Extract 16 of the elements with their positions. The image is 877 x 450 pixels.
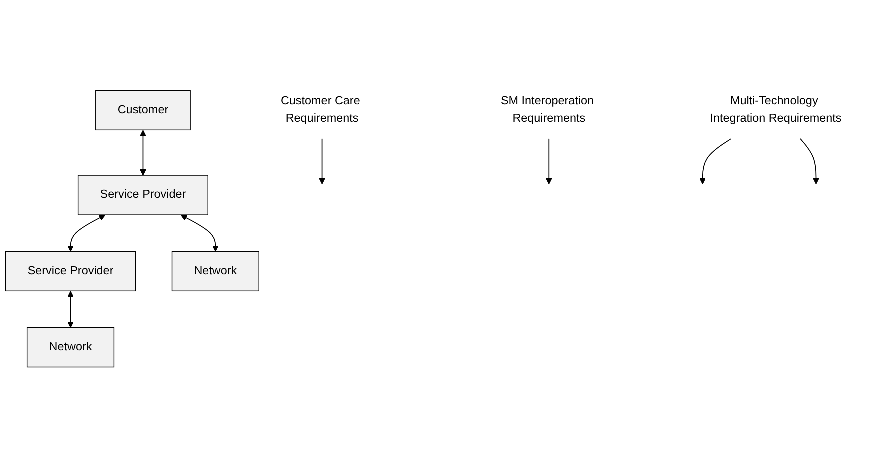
arrow xyxy=(68,215,106,252)
node-text: SM Interoperation Requirements xyxy=(500,95,594,126)
node-text: Customer Care Requirements xyxy=(280,95,360,126)
node-box: Service Provider xyxy=(78,176,208,216)
arrow xyxy=(700,138,732,186)
arrow xyxy=(546,138,552,186)
arrow xyxy=(140,130,146,176)
node-box: Network xyxy=(172,252,260,292)
arrow xyxy=(68,292,74,328)
node-box: Customer xyxy=(96,90,191,131)
arrow xyxy=(800,138,820,186)
node-text: Multi-Technology Integration Requirements xyxy=(710,95,842,126)
node-box: Network xyxy=(26,328,115,368)
arrow xyxy=(180,215,219,252)
arrow xyxy=(319,138,326,186)
node-box: Service Provider xyxy=(6,252,136,292)
